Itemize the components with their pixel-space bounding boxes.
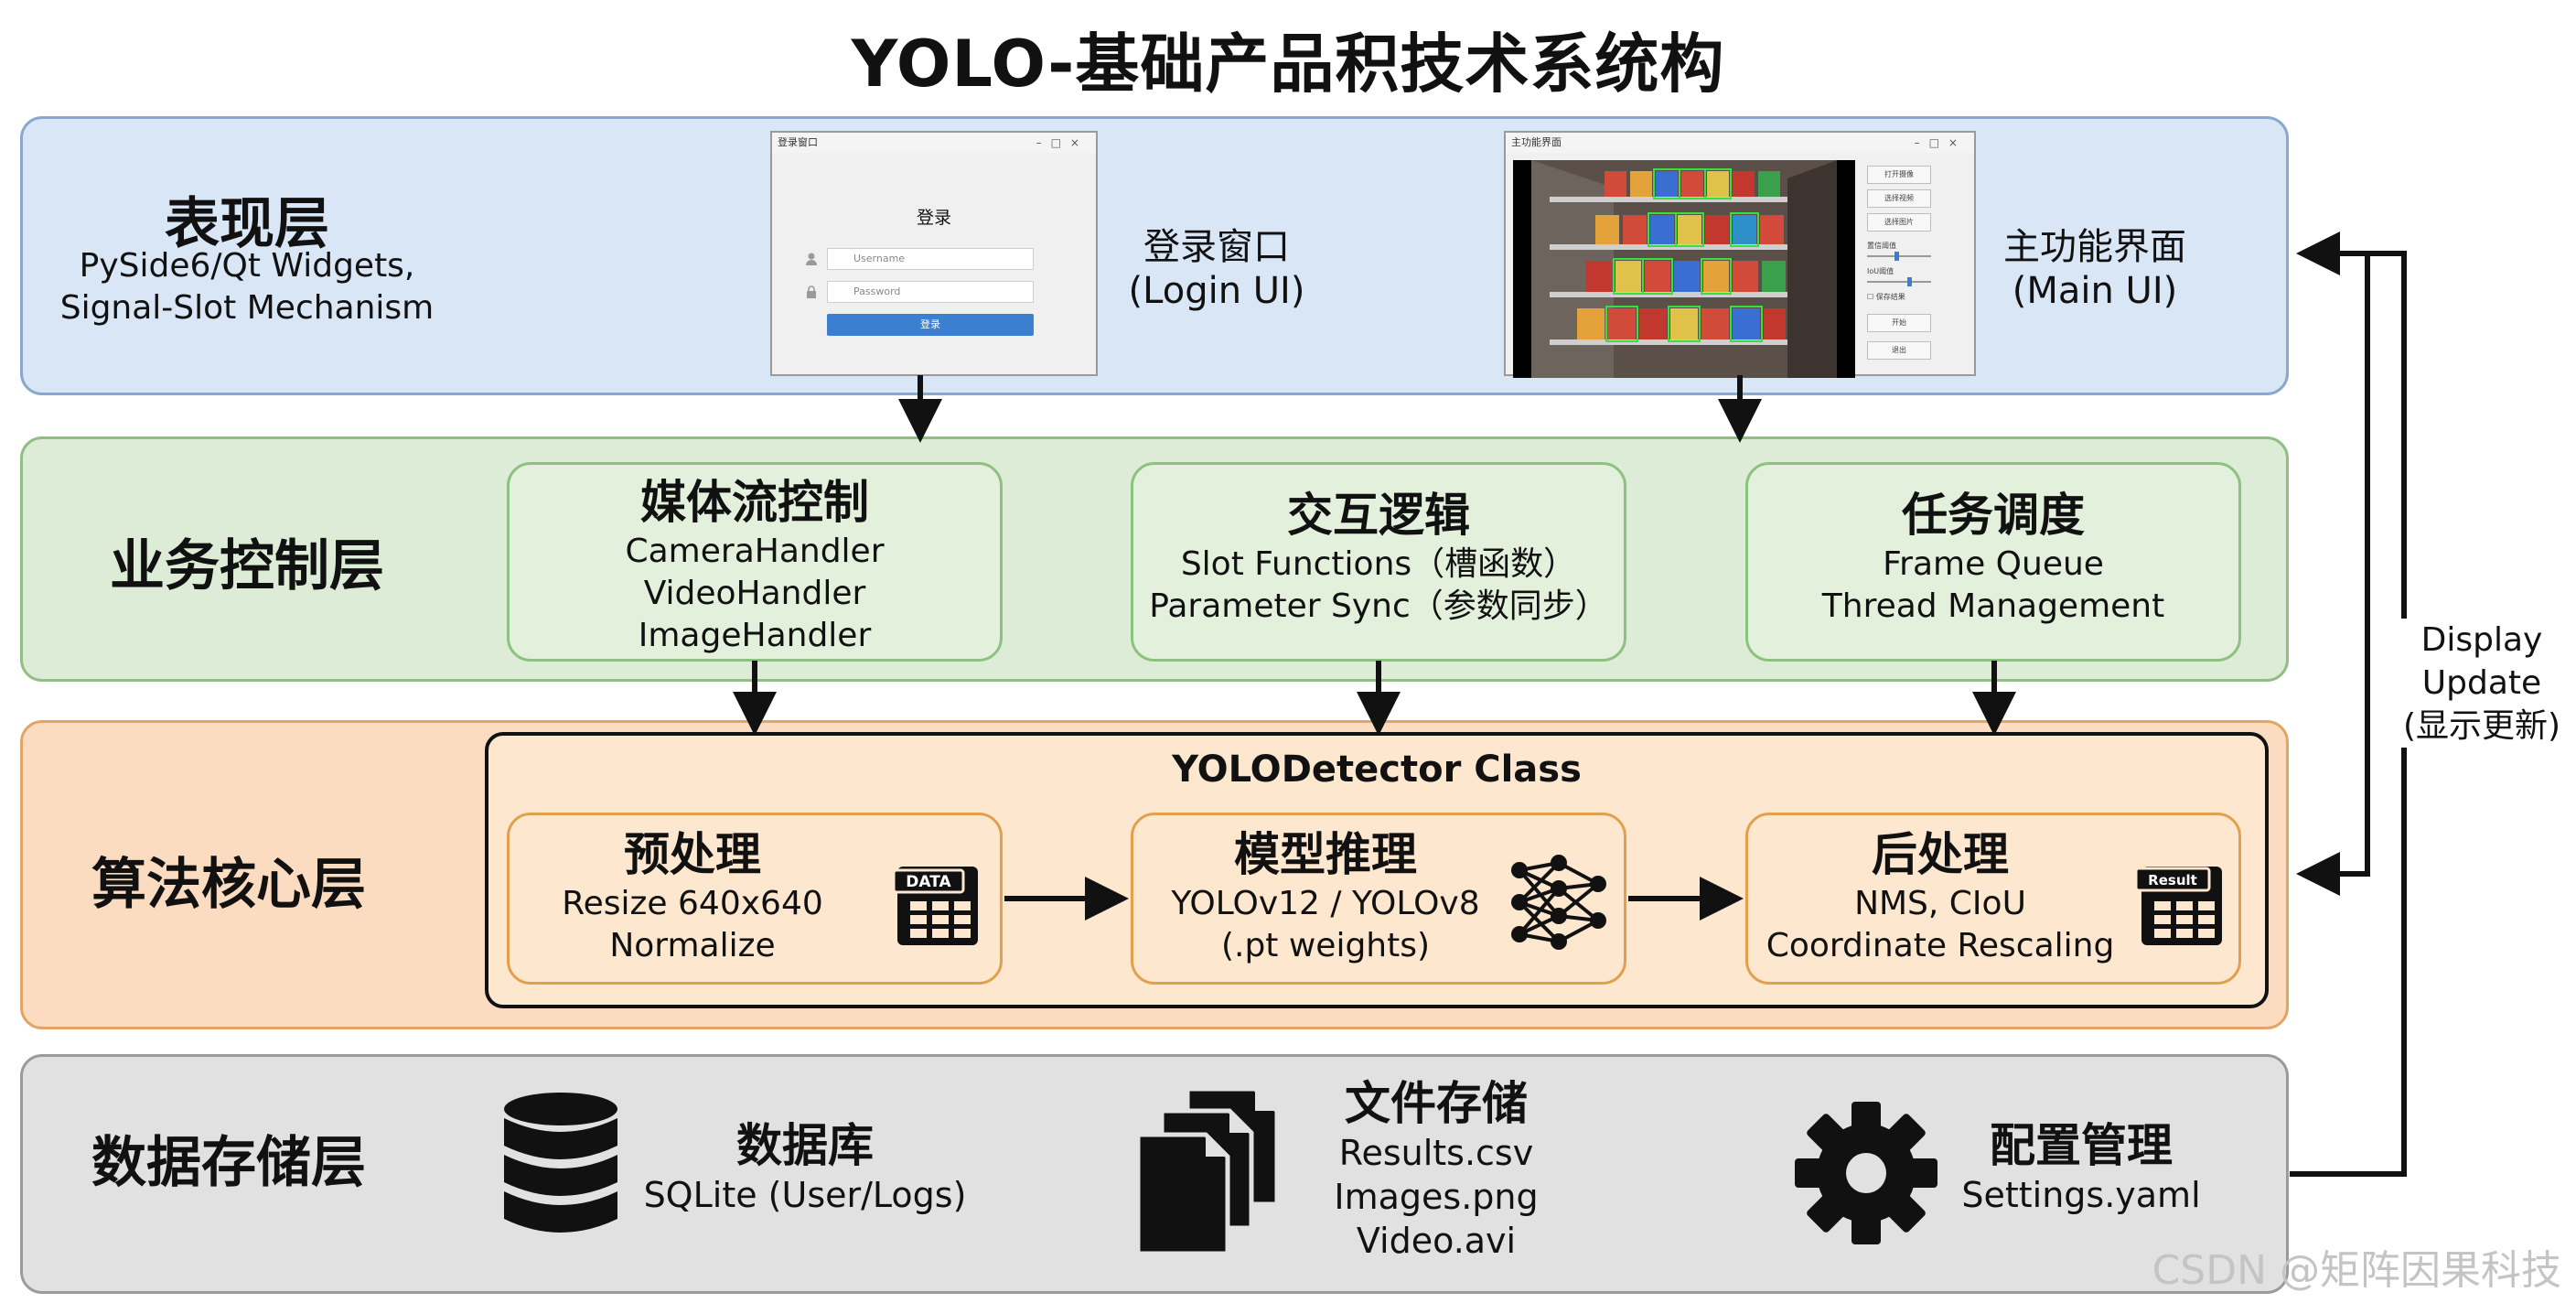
confidence-slider[interactable]	[1867, 252, 1931, 261]
database-icon	[504, 1093, 617, 1233]
module-line: ImageHandler	[638, 617, 872, 654]
algorithm-layer-name: 算法核心层	[91, 853, 366, 917]
password-placeholder: Password	[853, 285, 901, 297]
module-line: Slot Functions（槽函数）	[1180, 545, 1577, 583]
open-camera-button[interactable]: 打开摄像	[1867, 166, 1931, 184]
login-button[interactable]: 登录	[827, 314, 1034, 336]
data-layer-name: 数据存储层	[91, 1131, 366, 1195]
login-window-body: 登录 Username Password 登录	[772, 153, 1096, 374]
login-heading: 登录	[916, 208, 951, 228]
step-line: YOLOv12 / YOLOv8	[1171, 885, 1480, 922]
database-desc: SQLite (User/Logs)	[643, 1175, 967, 1215]
step-title: 预处理	[624, 828, 761, 881]
presentation-desc-line: Signal-Slot Mechanism	[59, 289, 435, 327]
step-line: NMS, CIoU	[1854, 885, 2026, 922]
file-storage-line: Images.png	[1334, 1177, 1539, 1217]
step-line: Normalize	[609, 927, 776, 964]
password-input[interactable]: Password	[807, 281, 1034, 303]
iou-slider[interactable]	[1867, 277, 1931, 286]
step-line: (.pt weights)	[1220, 927, 1431, 964]
module-line: CameraHandler	[625, 533, 885, 570]
preprocess-step: 预处理 Resize 640x640 Normalize DATA	[507, 813, 1003, 985]
login-caption-line: (Login UI)	[1128, 270, 1305, 312]
module-title: 媒体流控制	[640, 476, 869, 529]
login-window-title: 登录窗口	[778, 136, 818, 148]
step-title: 模型推理	[1234, 828, 1417, 881]
diagram-title: YOLO-基础产品积技术系统构	[851, 27, 1725, 102]
file-storage-title: 文件存储	[1345, 1077, 1528, 1130]
model-inference-step: 模型推理 YOLOv12 / YOLOv8 (.pt weights)	[1131, 813, 1626, 985]
lock-icon	[807, 285, 816, 298]
display-update-label: Display Update (显示更新)	[2388, 619, 2576, 748]
task-scheduling-module: 任务调度 Frame Queue Thread Management	[1745, 462, 2241, 662]
select-video-button[interactable]: 选择视频	[1867, 189, 1931, 208]
postprocess-step: 后处理 NMS, CIoU Coordinate Rescaling Resul…	[1745, 813, 2241, 985]
presentation-layer-name: 表现层	[165, 192, 329, 256]
module-line: Frame Queue	[1883, 545, 2104, 583]
step-line: Coordinate Rescaling	[1766, 927, 2115, 964]
config-desc: Settings.yaml	[1961, 1175, 2201, 1215]
main-caption-line: 主功能界面	[2003, 226, 2186, 268]
result-table-icon: Result	[2136, 867, 2222, 945]
data-table-icon: DATA	[894, 867, 978, 945]
step-line: Resize 640x640	[562, 885, 823, 922]
save-result-checkbox[interactable]: ☐ 保存结果	[1867, 293, 1905, 301]
data-icon-label: DATA	[906, 873, 951, 891]
module-line: VideoHandler	[643, 575, 866, 612]
module-line: Parameter Sync（参数同步）	[1149, 587, 1608, 625]
database-title: 数据库	[736, 1119, 874, 1172]
display-update-line: (显示更新)	[2402, 707, 2561, 745]
config-title: 配置管理	[1990, 1119, 2173, 1172]
file-storage-line: Video.avi	[1356, 1221, 1517, 1261]
file-storage-line: Results.csv	[1338, 1133, 1534, 1173]
supermarket-shelf-image	[1513, 160, 1855, 378]
module-line: Thread Management	[1821, 587, 2165, 625]
main-window-body: 打开摄像 选择视频 选择图片 置信阈值 IoU阈值 ☐ 保存结果 开始 退出	[1506, 153, 1974, 378]
main-caption-line: (Main UI)	[2012, 270, 2178, 312]
window-controls: –□×	[1036, 136, 1089, 149]
documents-icon	[1135, 1086, 1280, 1256]
module-title: 任务调度	[1902, 489, 2085, 542]
login-caption-line: 登录窗口	[1143, 226, 1290, 268]
user-icon	[806, 253, 817, 265]
step-title: 后处理	[1872, 828, 2009, 881]
main-window: 主功能界面 –□×	[1504, 131, 1976, 378]
username-placeholder: Username	[853, 253, 906, 264]
detection-preview-image	[1513, 160, 1855, 378]
file-storage-item: 文件存储 Results.csv Images.png Video.avi	[1262, 1076, 1610, 1263]
result-icon-label: Result	[2148, 872, 2197, 888]
select-image-button[interactable]: 选择图片	[1867, 213, 1931, 232]
main-window-title: 主功能界面	[1511, 136, 1562, 148]
business-layer-name: 业务控制层	[110, 534, 384, 598]
neural-network-icon	[1511, 855, 1606, 950]
window-controls: –□×	[1914, 136, 1967, 149]
display-update-line: Update	[2421, 664, 2542, 702]
module-title: 交互逻辑	[1287, 489, 1470, 542]
save-result-label: 保存结果	[1875, 293, 1905, 301]
start-button[interactable]: 开始	[1867, 314, 1931, 332]
database-item: 数据库 SQLite (User/Logs)	[640, 1118, 970, 1217]
config-item: 配置管理 Settings.yaml	[1948, 1118, 2214, 1217]
iou-label: IoU阈值	[1867, 267, 1894, 275]
arrow-feedback-to-algorithm	[2296, 253, 2370, 896]
display-update-line: Display	[2420, 621, 2543, 659]
main-window-caption: 主功能界面 (Main UI)	[1976, 225, 2214, 313]
username-input[interactable]: Username	[806, 248, 1034, 270]
media-stream-control-module: 媒体流控制 CameraHandler VideoHandler ImageHa…	[507, 462, 1003, 662]
watermark: CSDN @矩阵因果科技	[2152, 1247, 2561, 1294]
interaction-logic-module: 交互逻辑 Slot Functions（槽函数） Parameter Sync（…	[1131, 462, 1626, 662]
login-window: 登录窗口 –□× 登录 Username Password 登录	[770, 131, 1098, 376]
presentation-desc-line: PySide6/Qt Widgets,	[79, 247, 415, 285]
gear-icon	[1795, 1102, 1937, 1244]
confidence-label: 置信阈值	[1867, 242, 1896, 250]
login-window-caption: 登录窗口 (Login UI)	[1098, 225, 1336, 313]
presentation-layer-desc: PySide6/Qt Widgets, Signal-Slot Mechanis…	[37, 245, 457, 329]
yolo-detector-class-title: YOLODetector Class	[1172, 748, 1582, 791]
exit-button[interactable]: 退出	[1867, 341, 1931, 360]
